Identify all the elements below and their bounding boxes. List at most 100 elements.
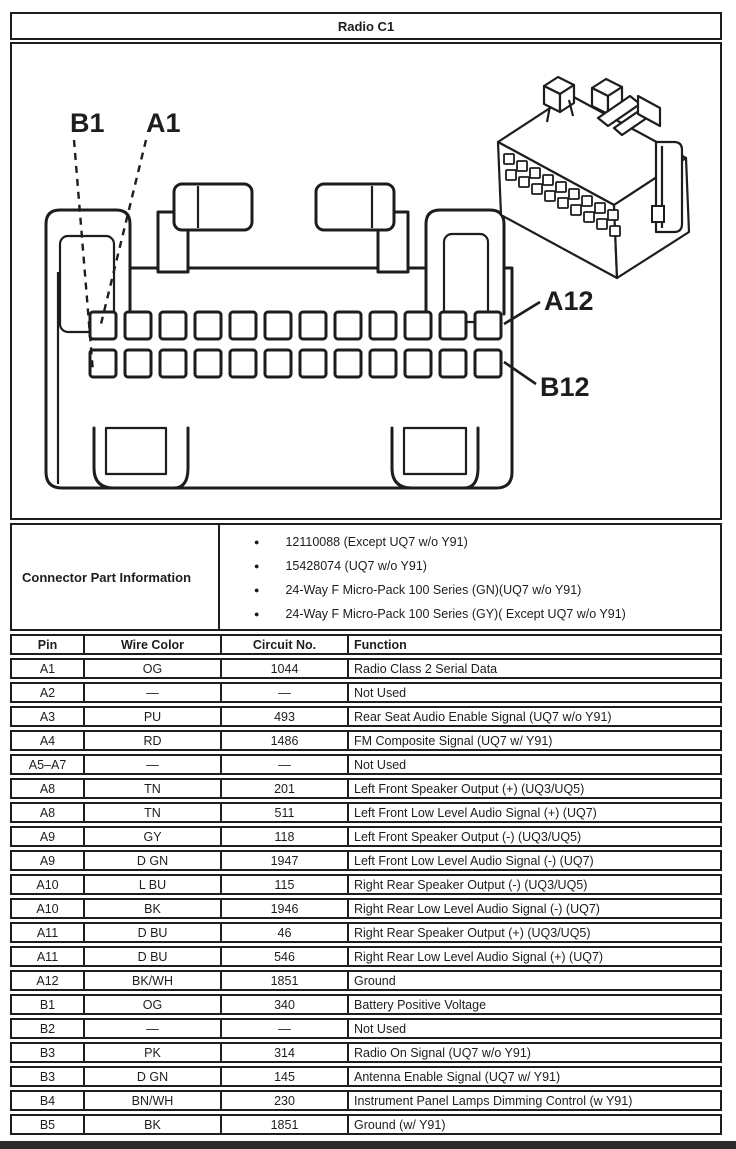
- terminal-cavity: [263, 348, 293, 379]
- terminal-cavity: [473, 348, 503, 379]
- terminal-cavity: [228, 310, 258, 341]
- pin-cell: B5: [39, 1117, 56, 1132]
- wire-color-cell: BK: [83, 900, 220, 917]
- wire-color-cell: D BU: [83, 948, 220, 965]
- pin-cell: B1: [39, 997, 56, 1012]
- terminal-cavity: [607, 209, 619, 221]
- terminal-cavity: [594, 202, 606, 214]
- terminal-cavity: [518, 176, 530, 188]
- terminal-cavity: [542, 174, 554, 186]
- connector-isometric-sketch: [496, 75, 691, 280]
- pin-cell: A10: [36, 901, 59, 916]
- column-header: Circuit No.: [220, 636, 347, 653]
- terminal-cavity: [333, 310, 363, 341]
- connector-part-information-label: Connector Part Information: [12, 525, 220, 629]
- terminal-cavity: [263, 310, 293, 341]
- circuit-no-cell: 201: [220, 780, 347, 797]
- connector-diagram: B1 A1 A12 B12: [10, 42, 722, 520]
- pin-cell: B3: [39, 1069, 56, 1084]
- iso-terminal-holes: [503, 153, 621, 237]
- function-cell: Radio Class 2 Serial Data: [347, 660, 720, 677]
- terminal-cavity: [438, 310, 468, 341]
- terminal-cavity: [531, 183, 543, 195]
- pin-cell: A3: [39, 709, 56, 724]
- pin-label-b1: B1: [70, 108, 105, 138]
- terminal-cavity: [403, 310, 433, 341]
- connector-part-item: ●24-Way F Micro-Pack 100 Series (GY)( Ex…: [254, 602, 720, 626]
- terminal-cavity: [193, 310, 223, 341]
- pin-cell: B3: [39, 1045, 56, 1060]
- circuit-no-cell: 493: [220, 708, 347, 725]
- function-cell: Rear Seat Audio Enable Signal (UQ7 w/o Y…: [347, 708, 720, 725]
- pin-cell: A5–A7: [28, 757, 67, 772]
- function-cell: Left Front Low Level Audio Signal (-) (U…: [347, 852, 720, 869]
- circuit-no-cell: 230: [220, 1092, 347, 1109]
- wire-color-cell: —: [83, 684, 220, 701]
- terminal-cavity: [505, 169, 517, 181]
- function-cell: Battery Positive Voltage: [347, 996, 720, 1013]
- column-header: Pin: [37, 637, 58, 652]
- terminal-cavity: [333, 348, 363, 379]
- terminal-cavity: [557, 197, 569, 209]
- circuit-no-cell: 118: [220, 828, 347, 845]
- wire-color-cell: OG: [83, 996, 220, 1013]
- a12-leader-line: [503, 300, 541, 326]
- function-cell: Not Used: [347, 684, 720, 701]
- pin-cell: A12: [36, 973, 59, 988]
- function-cell: Right Rear Speaker Output (+) (UQ3/UQ5): [347, 924, 720, 941]
- circuit-no-cell: —: [220, 1020, 347, 1037]
- column-header: Wire Color: [83, 636, 220, 653]
- terminal-cavity: [596, 218, 608, 230]
- terminal-cavity: [529, 167, 541, 179]
- function-cell: FM Composite Signal (UQ7 w/ Y91): [347, 732, 720, 749]
- circuit-no-cell: 340: [220, 996, 347, 1013]
- circuit-no-cell: 1851: [220, 972, 347, 989]
- wire-color-cell: PK: [83, 1044, 220, 1061]
- terminal-cavity: [583, 211, 595, 223]
- pin-label-a12: A12: [544, 286, 594, 316]
- circuit-no-cell: 115: [220, 876, 347, 893]
- circuit-no-cell: 1044: [220, 660, 347, 677]
- terminal-cavity: [123, 348, 153, 379]
- circuit-no-cell: —: [220, 756, 347, 773]
- terminal-cavity: [473, 310, 503, 341]
- pin-label-a1: A1: [146, 108, 181, 138]
- wire-color-cell: TN: [83, 780, 220, 797]
- connector-part-item: ●12110088 (Except UQ7 w/o Y91): [254, 530, 720, 554]
- circuit-no-cell: 145: [220, 1068, 347, 1085]
- terminal-cavity: [403, 348, 433, 379]
- wire-color-cell: D GN: [83, 852, 220, 869]
- sheet-title-bar: Radio C1: [10, 12, 722, 40]
- b12-leader-line: [503, 360, 537, 386]
- circuit-no-cell: 546: [220, 948, 347, 965]
- function-cell: Left Front Speaker Output (+) (UQ3/UQ5): [347, 780, 720, 797]
- terminal-cavity: [298, 310, 328, 341]
- terminal-cavity: [158, 310, 188, 341]
- pin-cell: A9: [39, 829, 56, 844]
- wire-color-cell: —: [83, 756, 220, 773]
- circuit-no-cell: 314: [220, 1044, 347, 1061]
- terminal-cavity: [609, 225, 621, 237]
- table-row: A5–A7——Not Used: [10, 754, 722, 775]
- connector-face-drawing: B1 A1 A12 B12: [44, 75, 691, 490]
- pin-cell: A4: [39, 733, 56, 748]
- function-cell: Right Rear Low Level Audio Signal (-) (U…: [347, 900, 720, 917]
- pin-row-b: [88, 348, 503, 379]
- pin-cell: A9: [39, 853, 56, 868]
- sheet-title: Radio C1: [337, 18, 395, 34]
- wire-color-cell: RD: [83, 732, 220, 749]
- pin-cell: A8: [39, 781, 56, 796]
- terminal-cavity: [544, 190, 556, 202]
- wire-color-cell: BK: [83, 1116, 220, 1133]
- wire-color-cell: D BU: [83, 924, 220, 941]
- pin-cell: A1: [39, 661, 56, 676]
